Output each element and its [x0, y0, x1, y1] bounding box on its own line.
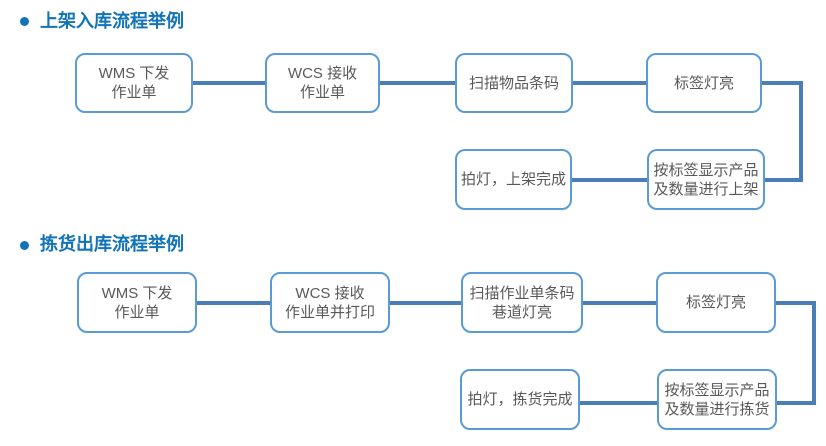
flow-node-wms-dispatch: WMS 下发 作业单	[75, 53, 193, 113]
connector-line	[765, 178, 803, 182]
connector-line	[776, 301, 816, 305]
flow-node-scan-order-barcode: 扫描作业单条码 巷道灯亮	[461, 272, 583, 333]
flow-node-label: 拍灯，拣货完成	[467, 391, 573, 408]
bullet-icon	[20, 17, 29, 26]
connector-line	[583, 301, 656, 305]
connector-elbow-vertical	[799, 81, 803, 182]
flow-node-label: WCS 接收 作业单并打印	[284, 284, 375, 321]
connector-elbow-vertical	[812, 301, 816, 405]
flow-node-shelve-by-tag: 按标签显示产品 及数量进行上架	[647, 149, 765, 210]
flow-node-scan-item-barcode: 扫描物品条码	[455, 53, 573, 113]
connector-line	[580, 401, 657, 405]
connector-line	[380, 81, 455, 85]
flow-node-label: 拍灯，上架完成	[460, 171, 566, 188]
flow-node-label: 扫描物品条码	[468, 74, 559, 92]
flow-node-label: WMS 下发 作业单	[98, 65, 170, 101]
connector-line	[193, 81, 265, 85]
flow-node-tag-light-on: 标签灯亮	[646, 53, 762, 113]
connector-line	[777, 401, 816, 405]
flow-node-tag-light-on-2: 标签灯亮	[656, 272, 776, 333]
connector-line	[762, 81, 803, 85]
flow-node-label: 按标签显示产品 及数量进行上架	[653, 161, 759, 198]
flow-node-press-light-shelved: 拍灯，上架完成	[455, 149, 572, 210]
section-title-inbound: 上架入库流程举例	[40, 11, 184, 31]
flow-node-label: 扫描作业单条码 巷道灯亮	[469, 284, 575, 321]
flow-node-pick-by-tag: 按标签显示产品 及数量进行拣货	[657, 369, 777, 430]
flow-node-wcs-receive: WCS 接收 作业单	[265, 53, 380, 113]
flow-node-wcs-receive-print: WCS 接收 作业单并打印	[270, 272, 390, 333]
flow-node-wms-dispatch-2: WMS 下发 作业单	[77, 272, 197, 333]
section-title-outbound: 拣货出库流程举例	[40, 234, 184, 254]
flow-node-label: 标签灯亮	[685, 294, 746, 311]
connector-line	[197, 301, 270, 305]
flow-node-label: WCS 接收 作业单	[287, 65, 358, 101]
connector-line	[573, 81, 646, 85]
flow-node-label: 按标签显示产品 及数量进行拣货	[664, 381, 770, 418]
flow-node-press-light-picked: 拍灯，拣货完成	[460, 369, 580, 430]
connector-line	[390, 301, 461, 305]
flow-node-label: WMS 下发 作业单	[101, 284, 173, 321]
flow-node-label: 标签灯亮	[673, 74, 734, 92]
bullet-icon	[20, 241, 29, 250]
connector-line	[572, 178, 647, 182]
